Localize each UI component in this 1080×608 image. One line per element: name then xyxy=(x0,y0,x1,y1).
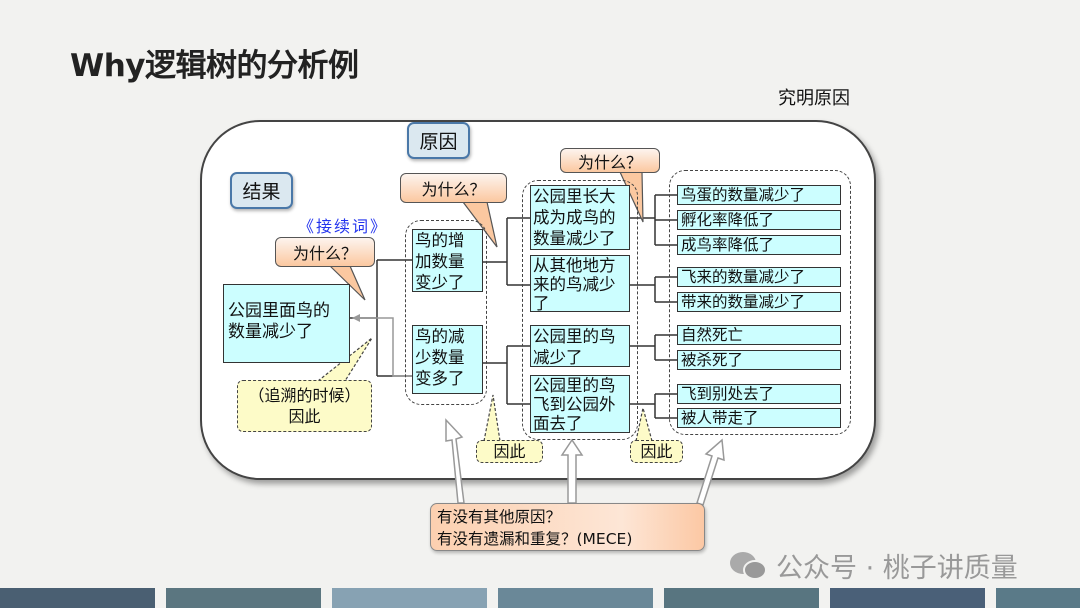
level3-node: 鸟蛋的数量减少了 xyxy=(677,185,841,205)
therefore-note: 因此 xyxy=(476,440,543,463)
trace-back-note: （追溯的时候） 因此 xyxy=(237,380,372,432)
root-node: 公园里面鸟的数量减少了 xyxy=(223,284,350,363)
footer-block xyxy=(332,588,487,608)
trace-line2: 因此 xyxy=(288,407,321,426)
footer-block xyxy=(166,588,321,608)
footer-block xyxy=(0,588,155,608)
result-label: 结果 xyxy=(230,172,293,209)
wechat-icon xyxy=(730,551,767,580)
question-bubble: 有没有其他原因？ 有没有遗漏和重复？(MECE) xyxy=(430,503,705,551)
footer-block xyxy=(498,588,653,608)
trace-line1: （追溯的时候） xyxy=(248,386,361,405)
level1-node: 鸟的减少数量变多了 xyxy=(412,325,483,394)
level3-node: 被人带走了 xyxy=(677,408,841,428)
level2-node: 公园里长大成为成鸟的数量减少了 xyxy=(530,185,630,250)
level3-node: 飞到别处去了 xyxy=(677,384,841,404)
watermark-text: 公众号 · 桃子讲质量 xyxy=(776,553,1018,584)
footer-block xyxy=(664,588,819,608)
page-title: Why逻辑树的分析例 xyxy=(70,48,359,84)
footer-block xyxy=(830,588,985,608)
therefore-note: 因此 xyxy=(630,440,683,463)
level3-node: 自然死亡 xyxy=(677,325,841,345)
cause-label: 原因 xyxy=(407,122,470,159)
connector-word-label: 《接续词》 xyxy=(298,217,389,236)
question-line1: 有没有其他原因？ xyxy=(437,508,562,526)
level2-node: 从其他地方来的鸟减少了 xyxy=(530,255,630,312)
level3-group xyxy=(669,170,851,435)
subtitle: 究明原因 xyxy=(778,88,850,109)
level3-node: 成鸟率降低了 xyxy=(677,235,841,255)
level2-group xyxy=(522,180,638,440)
level2-node: 公园里的鸟减少了 xyxy=(530,325,630,367)
hollow-arrows xyxy=(445,418,725,506)
level3-node: 飞来的数量减少了 xyxy=(677,267,841,287)
footer-block xyxy=(996,588,1080,608)
level1-group xyxy=(405,220,487,405)
why-bubble: 为什么？ xyxy=(560,148,660,173)
level2-node: 公园里的鸟飞到公园外面去了 xyxy=(530,375,630,433)
level3-node: 孵化率降低了 xyxy=(677,210,841,230)
why-bubble: 为什么？ xyxy=(275,237,375,267)
level1-node: 鸟的增加数量变少了 xyxy=(412,229,483,292)
watermark: 公众号 · 桃子讲质量 xyxy=(728,546,1018,585)
level3-node: 被杀死了 xyxy=(677,350,841,370)
level3-node: 带来的数量减少了 xyxy=(677,292,841,312)
why-bubble: 为什么？ xyxy=(400,173,507,203)
question-line2: 有没有遗漏和重复？(MECE) xyxy=(437,530,633,548)
